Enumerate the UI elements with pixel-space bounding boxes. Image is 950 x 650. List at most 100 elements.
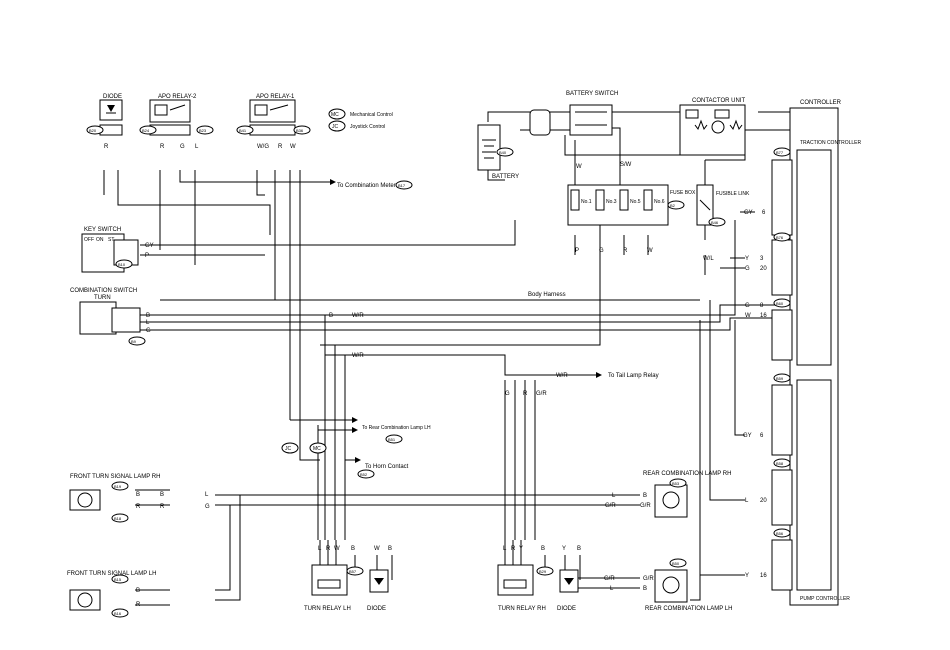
connector-code: B77 bbox=[776, 150, 784, 155]
pin-label: Y bbox=[745, 573, 749, 579]
contactor-unit-label: CONTACTOR UNIT bbox=[692, 98, 745, 104]
pin-number: 6 bbox=[762, 210, 766, 216]
wire-label: B bbox=[136, 492, 140, 498]
wire-label: G/R bbox=[605, 503, 616, 509]
connector-code: B9 bbox=[131, 339, 137, 344]
connector-code: B36 bbox=[296, 128, 304, 133]
pin-label: G bbox=[745, 303, 750, 309]
rear-combo-lamp-lh: REAR COMBINATION LAMP LH bbox=[645, 569, 732, 612]
rear-combo-rh-label: REAR COMBINATION LAMP RH bbox=[643, 471, 731, 477]
wire-label: G bbox=[146, 328, 151, 334]
jc-code: JC bbox=[285, 446, 292, 452]
connector-code: B41 bbox=[239, 128, 247, 133]
pin-number: 16 bbox=[760, 313, 767, 319]
wire-label: G/R bbox=[536, 391, 547, 397]
wire-label: R bbox=[136, 504, 141, 510]
wire-label: B bbox=[329, 313, 333, 319]
connector-code: B57 bbox=[349, 569, 357, 574]
combination-switch: COMBINATION SWITCH TURN bbox=[70, 288, 141, 335]
connector-code: B18 bbox=[114, 516, 122, 521]
wire-label: G bbox=[599, 248, 604, 254]
connector-code: B17 bbox=[398, 183, 406, 188]
fuse-3-label: No.3 bbox=[606, 199, 617, 205]
connector-code: B2 bbox=[670, 203, 676, 208]
battery: BATTERY bbox=[477, 124, 519, 180]
wire-label: W/R bbox=[352, 313, 364, 319]
battery-switch-label: BATTERY SWITCH bbox=[566, 91, 618, 97]
connector-code: B19 bbox=[114, 484, 122, 489]
body-harness-label: Body Harness bbox=[528, 292, 566, 298]
traction-controller-label: TRACTION CONTROLLER bbox=[800, 140, 862, 146]
legend-mc-text: Mechanical Control bbox=[350, 112, 393, 118]
wire-label: W/G bbox=[257, 144, 269, 150]
connector-code: B10 bbox=[118, 262, 126, 267]
connector-code: B59 bbox=[776, 376, 784, 381]
connector-code: B20 bbox=[89, 128, 97, 133]
diode-lh-label: DIODE bbox=[367, 606, 386, 612]
wire-label: L bbox=[610, 586, 614, 592]
fuse-6-label: No.6 bbox=[654, 199, 665, 205]
pin-number: 6 bbox=[760, 433, 764, 439]
connector-code: B53 bbox=[672, 481, 680, 486]
rear-combo-lh-label: REAR COMBINATION LAMP LH bbox=[645, 606, 732, 612]
wire-label: GY bbox=[145, 243, 154, 249]
wire-label: B bbox=[643, 586, 647, 592]
wire-label: L bbox=[205, 492, 209, 498]
wire-label: W bbox=[647, 248, 653, 254]
diode-top: DIODE bbox=[99, 94, 123, 136]
connector-code: B24 bbox=[142, 128, 150, 133]
connector-code: B16 bbox=[114, 611, 122, 616]
legend-jc-code: JC bbox=[332, 124, 339, 130]
key-pos-st: ST bbox=[108, 237, 114, 243]
pin-label: L bbox=[745, 498, 749, 504]
wire-label: B bbox=[577, 546, 581, 552]
connector-code: B58 bbox=[776, 461, 784, 466]
wire-label: W bbox=[374, 546, 380, 552]
connector-code: B76 bbox=[776, 235, 784, 240]
dest-combination-meter: To Combination Meter bbox=[337, 183, 396, 189]
wire-label: W bbox=[576, 164, 582, 170]
connector-code: B50 bbox=[672, 561, 680, 566]
apo-relay-2-label: APO RELAY-2 bbox=[158, 94, 197, 100]
connector-code: B46 bbox=[711, 220, 719, 225]
wire-label: B bbox=[146, 313, 150, 319]
pin-number: 20 bbox=[760, 498, 767, 504]
legend-mc-code: MC bbox=[331, 112, 339, 118]
legend-jc-badge bbox=[328, 120, 346, 132]
combination-switch-label: COMBINATION SWITCH bbox=[70, 288, 137, 294]
wire-label: R bbox=[623, 248, 628, 254]
connector-code: B51 bbox=[388, 437, 396, 442]
wire-label: R bbox=[278, 144, 283, 150]
pin-label: GY bbox=[743, 433, 752, 439]
connector-code: B60 bbox=[776, 301, 784, 306]
front-turn-lh-label: FRONT TURN SIGNAL LAMP LH bbox=[67, 571, 156, 577]
battery-label: BATTERY bbox=[492, 174, 519, 180]
key-switch-label: KEY SWITCH bbox=[84, 227, 121, 233]
key-pos-on: ON bbox=[96, 237, 104, 243]
wire-label: S/W bbox=[620, 162, 632, 168]
fusible-link-label: FUSIBLE LINK bbox=[716, 191, 750, 197]
fuse-box-label: FUSE BOX bbox=[670, 190, 696, 196]
apo-relay-2: APO RELAY-2 bbox=[149, 94, 197, 136]
turn-relay-lh-label: TURN RELAY LH bbox=[304, 606, 351, 612]
wire-label: B bbox=[643, 493, 647, 499]
mc-code: MC bbox=[313, 446, 321, 452]
wire-label: G/R bbox=[640, 503, 651, 509]
controller-label: CONTROLLER bbox=[800, 100, 842, 106]
wire-label: R bbox=[160, 144, 165, 150]
connector-housing bbox=[529, 109, 551, 136]
turn-relay-rh: TURN RELAY RH bbox=[497, 564, 546, 612]
fuse-1-label: No.1 bbox=[581, 199, 592, 205]
wire-label: B bbox=[160, 492, 164, 498]
diode-lh: DIODE bbox=[367, 569, 389, 612]
connector-code: B40 bbox=[499, 150, 507, 155]
wire-label: G bbox=[180, 144, 185, 150]
wire-label: R bbox=[523, 391, 528, 397]
wire-label: W/R bbox=[352, 353, 364, 359]
wire-label: G bbox=[505, 391, 510, 397]
turn-relay-lh: TURN RELAY LH bbox=[304, 564, 351, 612]
apo-relay-1: APO RELAY-1 bbox=[249, 94, 296, 136]
legend-jc-text: Joystick Control bbox=[350, 124, 385, 130]
wires bbox=[103, 111, 790, 606]
connector-code: B56 bbox=[776, 531, 784, 536]
